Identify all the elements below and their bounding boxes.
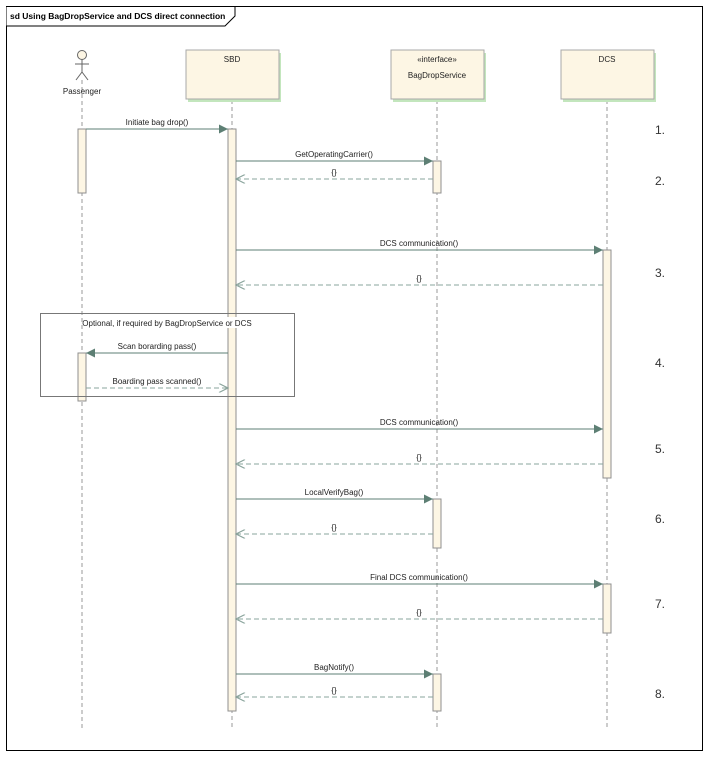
activation-bar: [227, 128, 237, 712]
lifeline-box-sbd: [185, 49, 280, 100]
message-initiate-bag-drop: Initiate bag drop(): [86, 118, 228, 134]
step-number: 8.: [655, 687, 665, 701]
lifeline-box-bagdrop: [390, 49, 485, 100]
return-label: {}: [416, 453, 422, 462]
message-label: GetOperatingCarrier(): [295, 150, 373, 159]
activation-bar: [432, 673, 442, 712]
diagram-frame: [6, 6, 703, 751]
message-bag-notify: BagNotify(): [236, 663, 433, 679]
return-message: {}: [236, 686, 433, 697]
return-message: {}: [236, 274, 603, 285]
step-number: 5.: [655, 442, 665, 456]
message-dcs-communication: DCS communication(): [236, 239, 603, 255]
message-label: LocalVerifyBag(): [305, 488, 364, 497]
message-dcs-communication: DCS communication(): [236, 418, 603, 434]
return-message: {}: [236, 523, 433, 534]
return-message: {}: [236, 608, 603, 619]
step-number: 2.: [655, 174, 665, 188]
optional-fragment: [40, 313, 295, 397]
message-boarding-pass-scanned: Boarding pass scanned(): [86, 377, 228, 388]
return-label: {}: [331, 168, 337, 177]
activation-bar: [432, 160, 442, 194]
message-label: Final DCS communication(): [370, 573, 468, 582]
activation-bar: [77, 128, 87, 194]
return-message: {}: [236, 453, 603, 464]
step-number: 4.: [655, 356, 665, 370]
message-label: Initiate bag drop(): [126, 118, 189, 127]
return-message: {}: [236, 168, 433, 179]
message-scan-boarding-pass: Scan borarding pass(): [86, 342, 228, 358]
step-number: 3.: [655, 266, 665, 280]
message-label: DCS communication(): [380, 418, 459, 427]
step-number: 6.: [655, 512, 665, 526]
message-label: Boarding pass scanned(): [113, 377, 202, 386]
message-label: BagNotify(): [314, 663, 354, 672]
return-label: {}: [416, 274, 422, 283]
return-label: {}: [331, 686, 337, 695]
lifeline-label-bagdrop: BagDropService: [408, 71, 467, 80]
return-label: {}: [416, 608, 422, 617]
lifeline-label-passenger: Passenger: [63, 87, 102, 96]
message-label: Scan borarding pass(): [118, 342, 197, 351]
actor-icon: [75, 50, 89, 81]
message-label: DCS communication(): [380, 239, 459, 248]
lifeline-label-sbd: SBD: [224, 55, 241, 64]
frame-title-tab: [6, 6, 236, 27]
step-number: 1.: [655, 123, 665, 137]
step-number: 7.: [655, 597, 665, 611]
message-final-dcs-communication: Final DCS communication(): [236, 573, 603, 589]
fragment-label: Optional, if required by BagDropService …: [82, 319, 251, 328]
lifeline-stereotype-bagdrop: «interface»: [417, 55, 457, 64]
message-get-operating-carrier: GetOperatingCarrier(): [236, 150, 433, 166]
message-local-verify-bag: LocalVerifyBag(): [236, 488, 433, 504]
return-label: {}: [331, 523, 337, 532]
activation-bar: [77, 352, 87, 402]
lifeline-label-dcs: DCS: [599, 55, 616, 64]
activation-bar: [432, 498, 442, 549]
activation-bar: [602, 249, 612, 479]
lifeline-box-dcs: [560, 49, 655, 100]
frame-title: sd Using BagDropService and DCS direct c…: [10, 11, 225, 21]
activation-bar: [602, 583, 612, 634]
